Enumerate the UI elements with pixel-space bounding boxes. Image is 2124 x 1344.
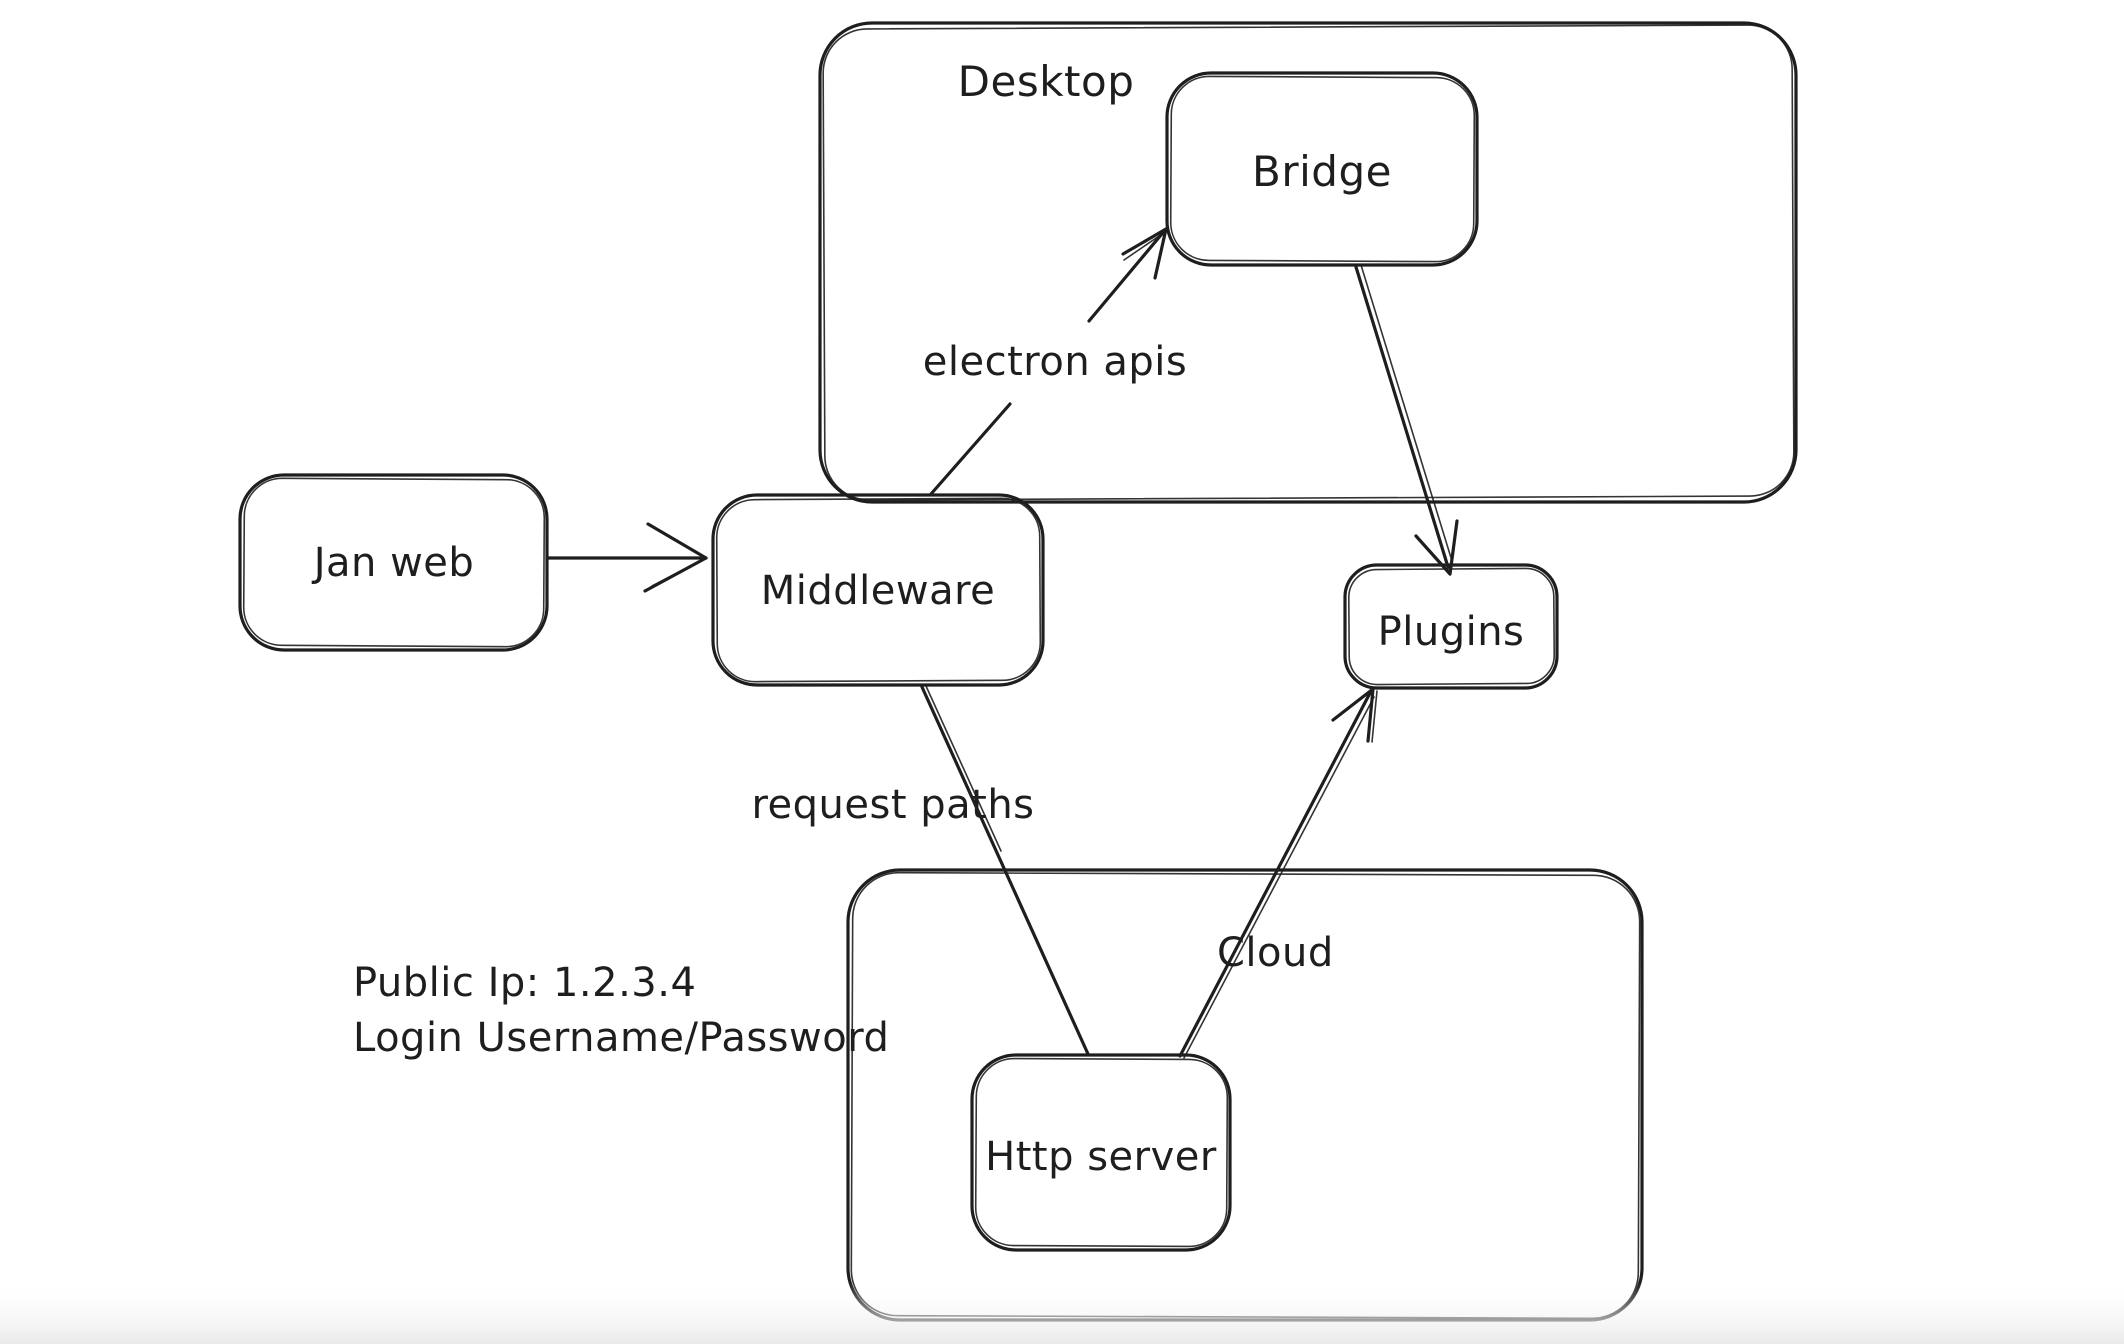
desktop-container-box-sketch	[822, 24, 1795, 501]
edge-middleware-bridge-line-upper	[1087, 227, 1168, 323]
container-desktop: Desktop	[818, 21, 1798, 504]
edge-bridge-plugins-line-sketch	[1360, 264, 1453, 562]
desktop-container-label: Desktop	[958, 57, 1135, 106]
edge-middleware-bridge-line-lower	[929, 402, 1012, 496]
container-cloud: Cloud	[846, 868, 1644, 1322]
edge-janweb-middleware	[545, 522, 708, 593]
middleware-box	[711, 493, 1045, 687]
desktop-container-box	[818, 21, 1798, 504]
edge-middleware-bridge: electron apis	[923, 227, 1187, 496]
plugins-box	[1343, 563, 1559, 690]
http-server-box	[970, 1053, 1232, 1252]
middleware-label: Middleware	[761, 568, 996, 614]
cloud-container-label: Cloud	[1217, 930, 1334, 976]
annotation-credentials: Public Ip: 1.2.3.4 Login Username/Passwo…	[353, 960, 889, 1061]
edge-bridge-plugins-line	[1354, 265, 1450, 569]
bridge-box	[1165, 71, 1479, 267]
edge-bridge-plugins	[1354, 264, 1459, 576]
edge-httpserver-plugins-arrowhead	[1331, 687, 1375, 743]
jan-web-box-sketch	[242, 477, 546, 648]
jan-web-box	[238, 473, 549, 652]
http-server-box-sketch	[974, 1057, 1229, 1248]
edge-httpserver-plugins	[1178, 687, 1378, 1059]
edge-label-request-paths: request paths	[751, 782, 1034, 828]
http-server-label: Http server	[985, 1134, 1217, 1180]
jan-web-label: Jan web	[311, 540, 475, 586]
annotation-login: Login Username/Password	[353, 1015, 889, 1061]
edge-httpserver-plugins-line-sketch	[1183, 696, 1375, 1059]
middleware-box-sketch	[715, 497, 1042, 683]
edge-httpserver-plugins-arrowhead-sketch	[1371, 690, 1378, 743]
bridge-box-sketch	[1169, 75, 1476, 263]
bridge-label: Bridge	[1252, 147, 1392, 196]
plugins-box-sketch	[1347, 567, 1556, 686]
annotation-public-ip: Public Ip: 1.2.3.4	[353, 960, 696, 1006]
edge-middleware-bridge-arrowhead	[1121, 227, 1168, 280]
edge-middleware-httpserver: request paths	[751, 685, 1090, 1056]
node-jan-web: Jan web	[238, 473, 549, 652]
edge-httpserver-plugins-line	[1178, 691, 1372, 1058]
edge-middleware-bridge-arrowhead-sketch	[1123, 233, 1163, 261]
node-http-server: Http server	[970, 1053, 1232, 1252]
node-plugins: Plugins	[1343, 563, 1559, 690]
bottom-fade	[0, 1282, 2124, 1344]
edge-middleware-httpserver-line	[920, 685, 1090, 1056]
plugins-label: Plugins	[1378, 609, 1525, 655]
node-middleware: Middleware	[711, 493, 1045, 687]
edge-middleware-httpserver-line-sketch	[925, 685, 1002, 852]
node-bridge: Bridge	[1165, 71, 1479, 267]
edge-label-electron-apis: electron apis	[923, 339, 1187, 385]
edge-janweb-middleware-arrowhead-sketch	[651, 560, 701, 587]
